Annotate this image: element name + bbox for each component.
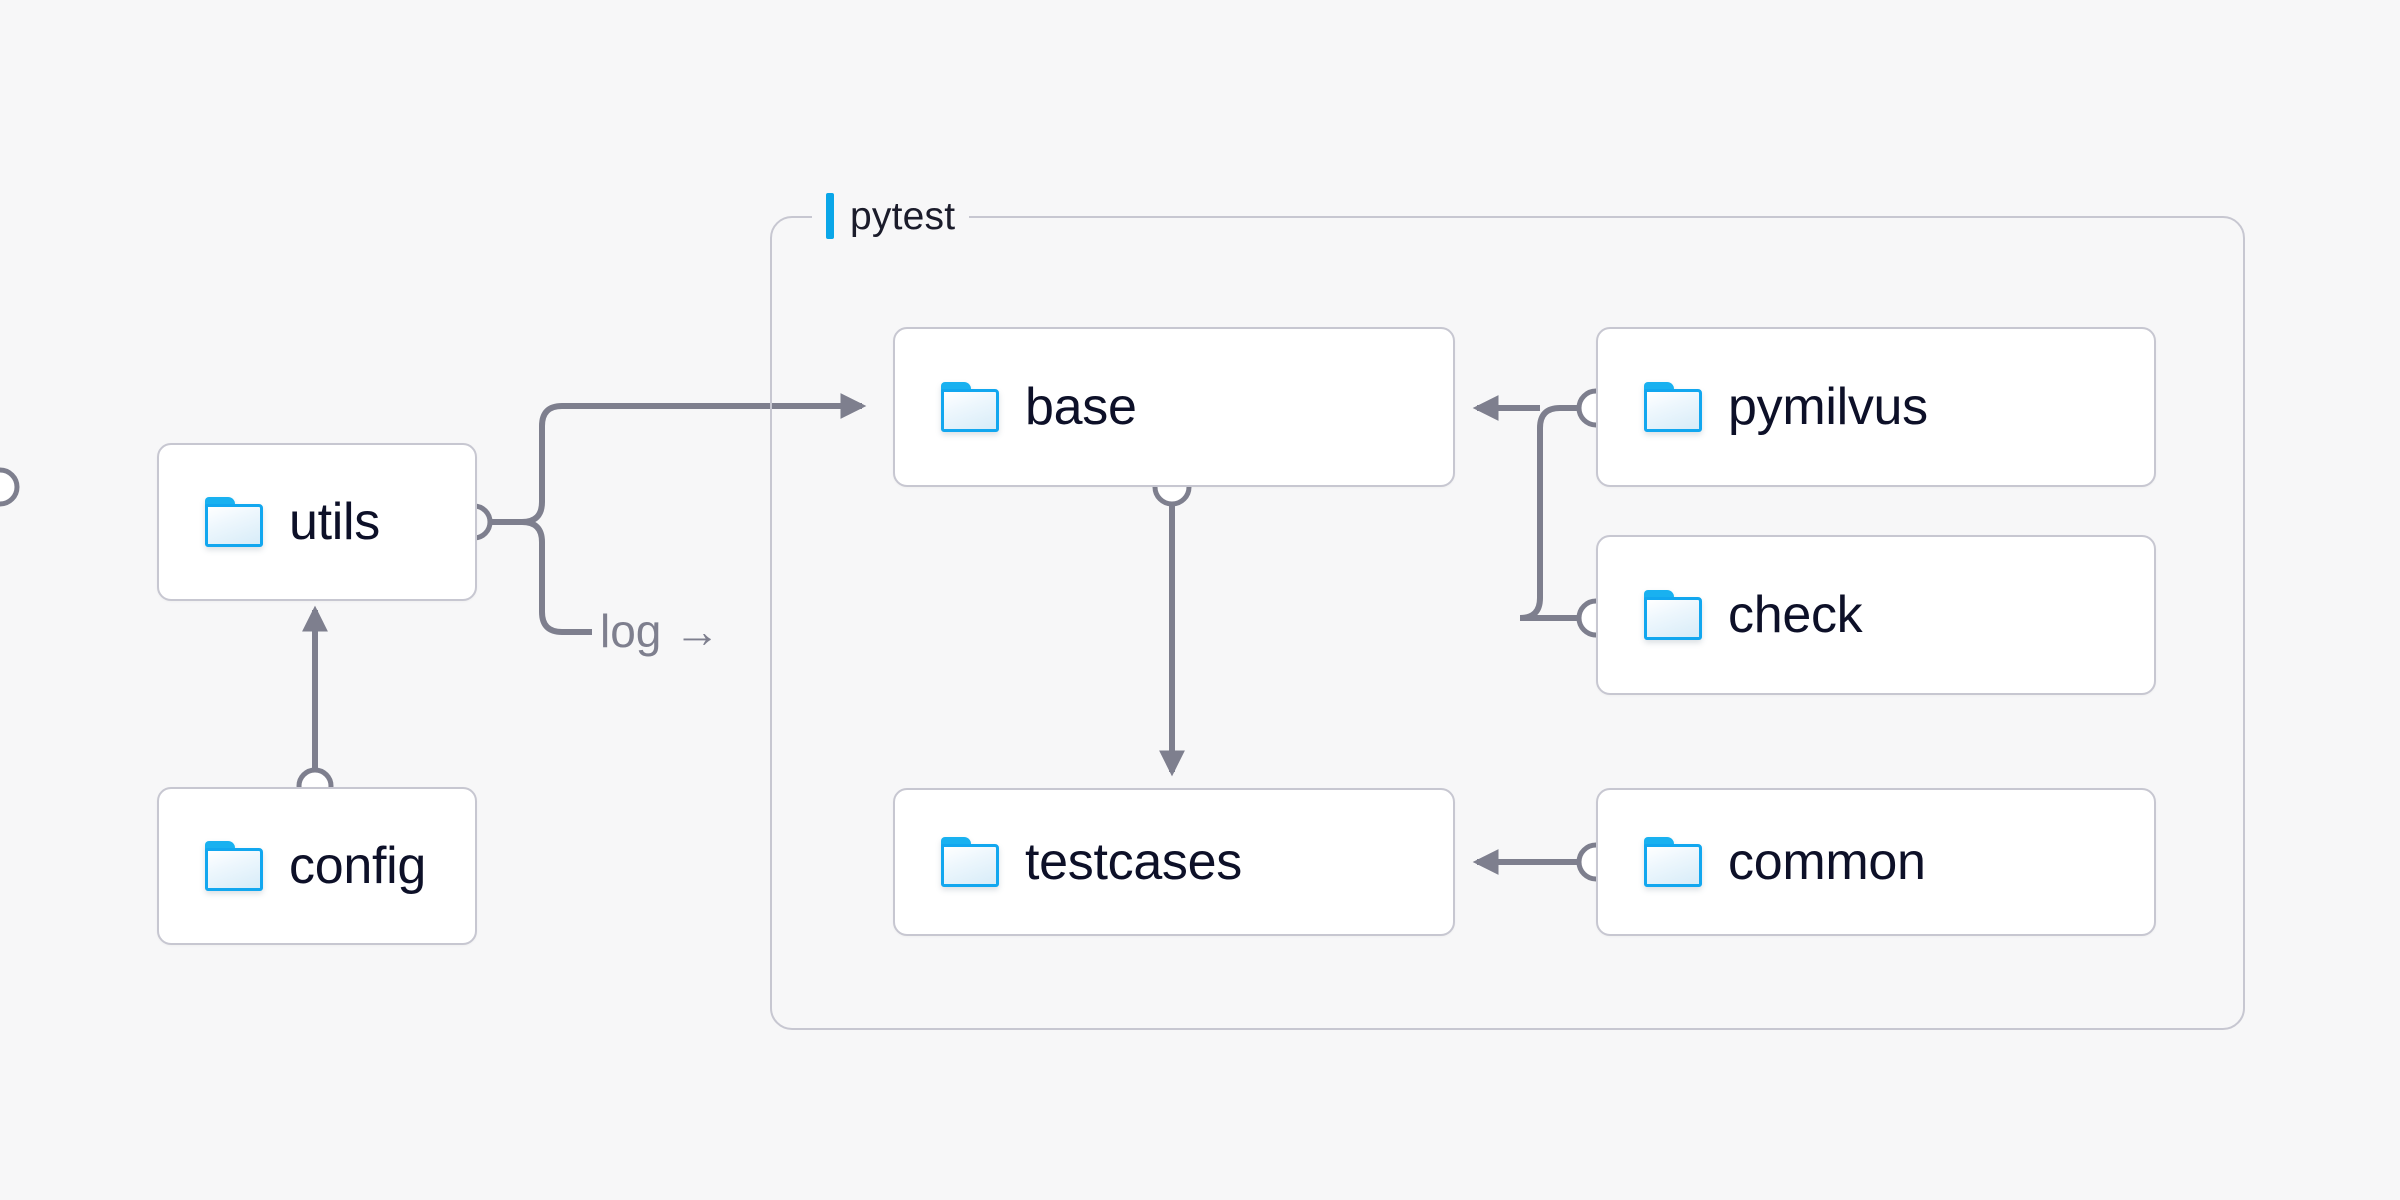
- edge-label-log: log →: [600, 605, 721, 657]
- folder-icon: [941, 382, 999, 432]
- edge-utils-log: [492, 519, 592, 635]
- node-label-utils: utils: [289, 493, 380, 551]
- node-config[interactable]: config: [157, 787, 477, 945]
- node-label-testcases: testcases: [1025, 833, 1242, 891]
- folder-icon: [1644, 590, 1702, 640]
- node-pymilvus[interactable]: pymilvus: [1596, 327, 2156, 487]
- node-label-base: base: [1025, 378, 1137, 436]
- group-label-text: pytest: [850, 194, 956, 238]
- node-utils[interactable]: utils: [157, 443, 477, 601]
- pytest-group-container[interactable]: [770, 216, 2245, 1030]
- pytest-group-label: pytest: [812, 190, 970, 242]
- folder-icon: [941, 837, 999, 887]
- node-label-common: common: [1728, 833, 1926, 891]
- folder-icon: [205, 841, 263, 891]
- folder-icon: [1644, 382, 1702, 432]
- node-testcases[interactable]: testcases: [893, 788, 1455, 936]
- node-base[interactable]: base: [893, 327, 1455, 487]
- node-label-config: config: [289, 837, 426, 895]
- group-accent-bar: [826, 193, 834, 239]
- node-check[interactable]: check: [1596, 535, 2156, 695]
- folder-icon: [1644, 837, 1702, 887]
- folder-icon: [205, 497, 263, 547]
- node-common[interactable]: common: [1596, 788, 2156, 936]
- node-label-check: check: [1728, 586, 1863, 644]
- node-label-pymilvus: pymilvus: [1728, 378, 1928, 436]
- port-base-bottom[interactable]: [0, 467, 20, 507]
